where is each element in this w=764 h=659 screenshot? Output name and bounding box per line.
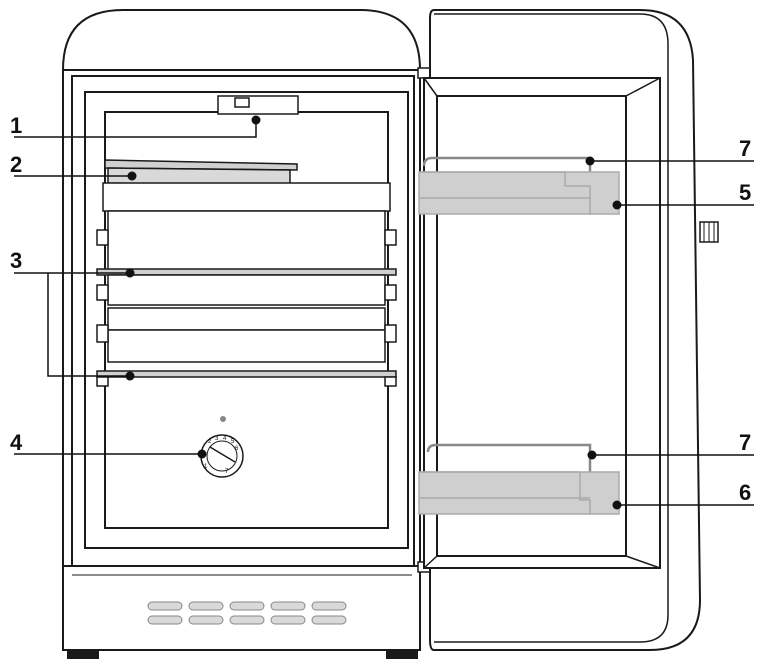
callout-number: 7 xyxy=(739,430,751,455)
callout-number: 4 xyxy=(10,430,23,455)
callout-number: 2 xyxy=(10,152,22,177)
callout-number: 3 xyxy=(10,248,22,273)
callout-dot xyxy=(126,269,135,278)
callout-dot xyxy=(252,116,261,125)
callout-dot xyxy=(613,501,622,510)
callout-number: 5 xyxy=(739,180,751,205)
callout-number: 6 xyxy=(739,480,751,505)
callout-dot xyxy=(126,372,135,381)
callout-dot xyxy=(613,201,622,210)
callout-dot xyxy=(586,157,595,166)
callout-dot xyxy=(198,450,207,459)
fridge-door xyxy=(424,10,718,650)
callout-number: 7 xyxy=(739,136,751,161)
callout-dot xyxy=(588,451,597,460)
interior-shelves xyxy=(97,183,396,386)
interior-light xyxy=(218,96,298,114)
callout-dot xyxy=(128,172,137,181)
callout-number: 1 xyxy=(10,113,22,138)
